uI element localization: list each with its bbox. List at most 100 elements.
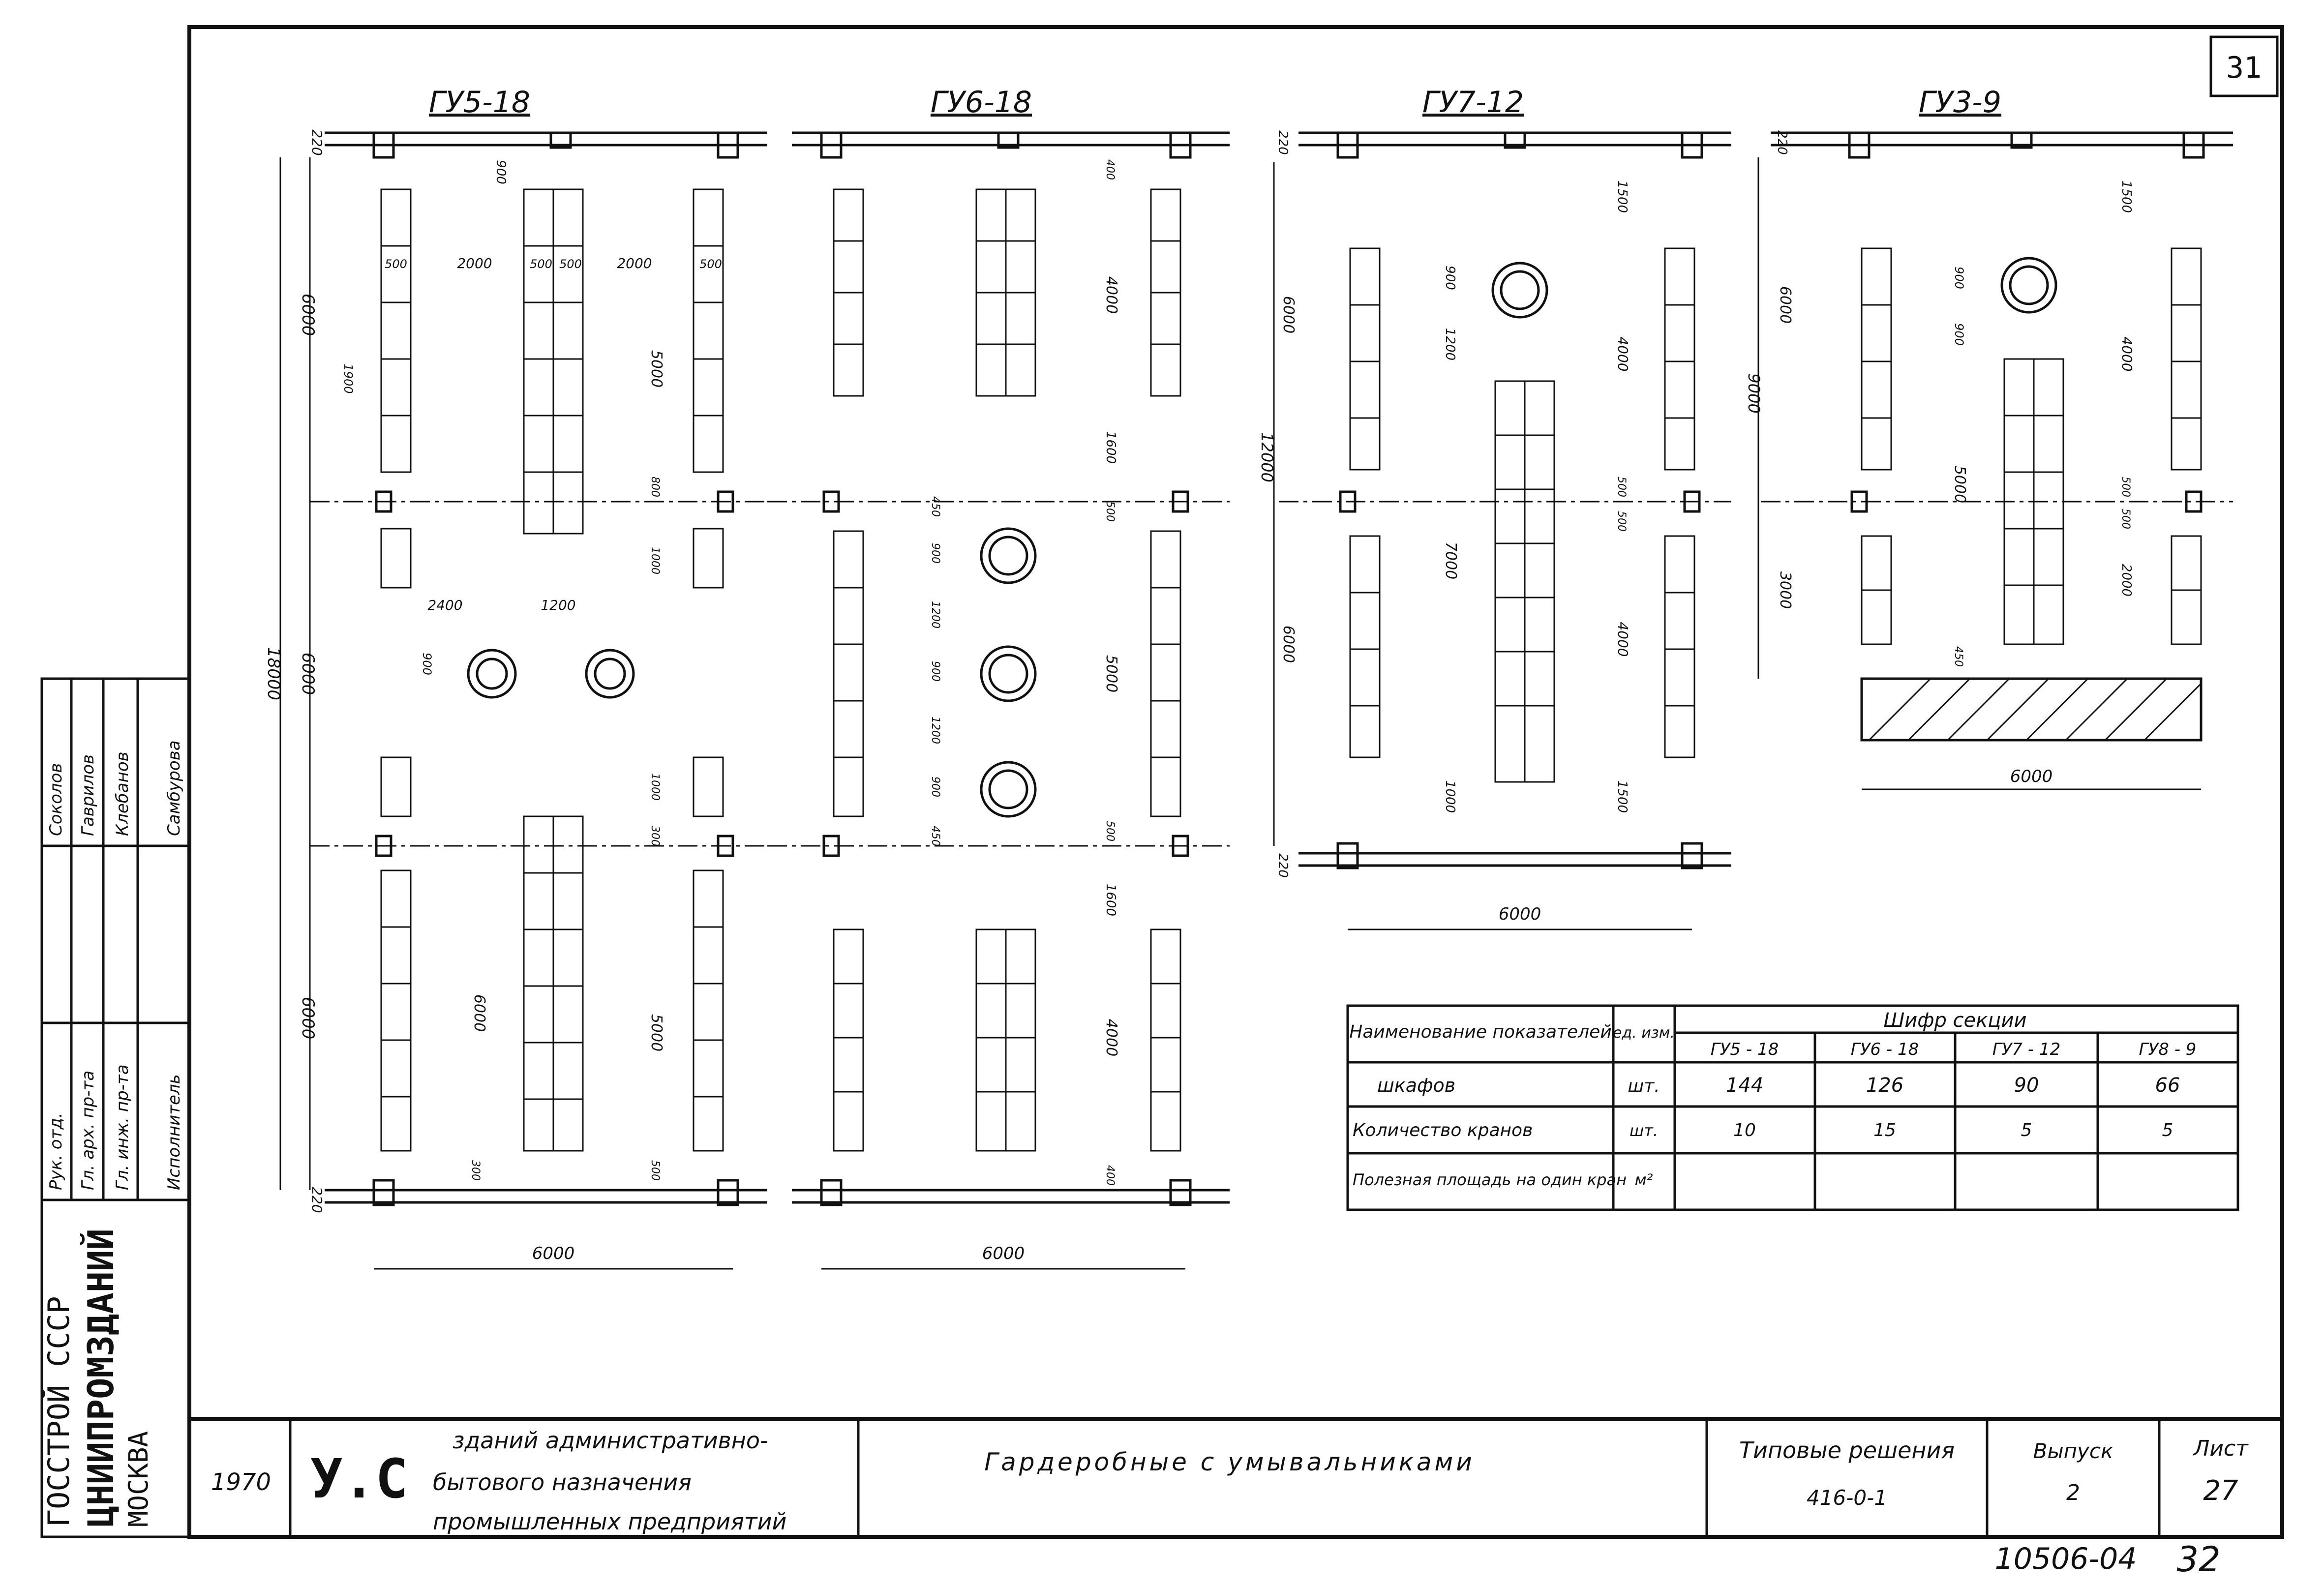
svg-text:90: 90 (2014, 1074, 2039, 1097)
svg-text:220: 220 (309, 1187, 325, 1213)
svg-text:900: 900 (493, 160, 508, 184)
svg-text:220: 220 (309, 129, 325, 155)
svg-text:Гл. инж. пр-та: Гл. инж. пр-та (113, 1064, 132, 1190)
svg-text:Типовые решения: Типовые решения (1739, 1437, 1955, 1464)
svg-text:2000: 2000 (457, 255, 492, 271)
svg-text:1500: 1500 (1615, 180, 1630, 213)
svg-text:400: 400 (1104, 159, 1116, 180)
svg-text:6000: 6000 (1777, 286, 1794, 324)
svg-text:бытового назначения: бытового назначения (433, 1469, 692, 1496)
svg-text:ЦНИИПРОМЗДАНИЙ: ЦНИИПРОМЗДАНИЙ (80, 1228, 121, 1527)
svg-text:5000: 5000 (1103, 655, 1120, 692)
svg-text:4000: 4000 (1103, 1019, 1120, 1056)
svg-text:1200: 1200 (541, 597, 575, 613)
svg-text:220: 220 (1275, 130, 1290, 155)
svg-text:400: 400 (1104, 1165, 1116, 1186)
svg-text:9000: 9000 (1745, 373, 1763, 413)
svg-text:500: 500 (1615, 511, 1628, 532)
svg-text:6000: 6000 (1280, 626, 1297, 663)
svg-text:2400: 2400 (427, 597, 462, 613)
svg-text:1200: 1200 (929, 601, 941, 628)
svg-text:ГУ8 - 9: ГУ8 - 9 (2139, 1040, 2197, 1059)
svg-text:500: 500 (2119, 509, 2132, 529)
svg-text:ГОССТРОЙ СССР: ГОССТРОЙ СССР (41, 1296, 76, 1527)
svg-text:300: 300 (649, 826, 661, 846)
svg-text:500: 500 (385, 257, 407, 271)
svg-text:Гл. арх. пр-та: Гл. арх. пр-та (78, 1071, 98, 1190)
svg-text:4000: 4000 (1103, 276, 1120, 314)
svg-text:Лист: Лист (2192, 1436, 2249, 1461)
series-mark: У.С (310, 1447, 408, 1510)
svg-text:ГУ7 - 12: ГУ7 - 12 (1992, 1040, 2060, 1059)
svg-text:6000: 6000 (471, 994, 488, 1032)
section-gu3-9: ГУ3-9 9000 6 (1745, 85, 2233, 790)
svg-text:2000: 2000 (2119, 564, 2134, 597)
svg-text:Клебанов: Клебанов (113, 751, 132, 836)
svg-text:Количество кранов: Количество кранов (1353, 1120, 1533, 1140)
svg-text:12000: 12000 (1258, 432, 1276, 482)
svg-text:1000: 1000 (649, 773, 661, 801)
svg-text:15: 15 (1873, 1120, 1896, 1140)
svg-text:900: 900 (1952, 323, 1966, 346)
svg-text:6000: 6000 (2010, 767, 2053, 786)
svg-text:1500: 1500 (2119, 180, 2134, 213)
svg-text:126: 126 (1866, 1074, 1903, 1097)
svg-text:7000: 7000 (1442, 542, 1459, 579)
svg-text:5: 5 (2021, 1120, 2032, 1140)
svg-text:Выпуск: Выпуск (2033, 1439, 2113, 1463)
svg-text:1200: 1200 (929, 717, 941, 744)
table-header-unit: ед. изм. (1613, 1024, 1675, 1042)
svg-text:220: 220 (1775, 130, 1789, 155)
table-header-code: Шифр секции (1883, 1009, 2026, 1032)
svg-text:416-0-1: 416-0-1 (1807, 1486, 1887, 1510)
year: 1970 (211, 1468, 271, 1496)
svg-text:1500: 1500 (1615, 780, 1630, 813)
svg-text:м²: м² (1635, 1170, 1653, 1189)
svg-text:2000: 2000 (617, 255, 652, 271)
svg-text:450: 450 (1952, 646, 1964, 667)
corner-number: 31 (2226, 51, 2262, 85)
svg-text:6000: 6000 (298, 294, 318, 336)
svg-text:500: 500 (530, 257, 552, 271)
table-header-name: Наименование показателей (1349, 1022, 1611, 1042)
svg-text:шт.: шт. (1630, 1121, 1658, 1140)
section-gu7-12: ГУ7-12 12000 6000 6000 (1258, 85, 1731, 930)
svg-text:4000: 4000 (1615, 336, 1631, 371)
svg-text:300: 300 (469, 1160, 482, 1181)
corner-number-box (2209, 35, 2279, 97)
svg-text:5: 5 (2162, 1120, 2173, 1140)
svg-text:Самбурова: Самбурова (164, 740, 184, 836)
svg-text:10: 10 (1733, 1120, 1756, 1140)
svg-text:900: 900 (1952, 267, 1966, 289)
svg-text:1000: 1000 (1443, 780, 1457, 813)
svg-text:промышленных предприятий: промышленных предприятий (433, 1508, 786, 1535)
svg-text:6000: 6000 (532, 1244, 575, 1263)
summary-table: Наименование показателей ед. изм. Шифр с… (1346, 1004, 2239, 1211)
sheet-frame (187, 25, 2284, 1539)
svg-text:5000: 5000 (1951, 466, 1968, 503)
svg-text:27: 27 (2203, 1475, 2238, 1507)
archive-code: 10506-04 (1995, 1542, 2137, 1576)
svg-text:1900: 1900 (341, 363, 355, 393)
svg-text:450: 450 (929, 496, 941, 517)
section-title-gu3: ГУ3-9 (1919, 85, 2001, 120)
section-title-gu7: ГУ7-12 (1422, 85, 1524, 120)
svg-text:1200: 1200 (1443, 328, 1457, 360)
svg-text:500: 500 (649, 1160, 661, 1181)
svg-text:500: 500 (699, 257, 722, 271)
svg-text:2: 2 (2066, 1480, 2080, 1505)
section-gu6-18: ГУ6-18 (767, 85, 1230, 1270)
svg-text:500: 500 (1615, 477, 1628, 497)
svg-text:3000: 3000 (1777, 571, 1794, 609)
svg-text:500: 500 (1104, 501, 1116, 522)
drawing-title: Гардеробные с умывальниками (984, 1448, 1475, 1476)
svg-text:1600: 1600 (1103, 884, 1118, 916)
svg-text:500: 500 (1104, 821, 1116, 841)
svg-text:ГУ6 - 18: ГУ6 - 18 (1851, 1040, 1919, 1059)
svg-text:шт.: шт. (1628, 1076, 1660, 1096)
svg-text:Рук. отд.: Рук. отд. (46, 1112, 66, 1190)
svg-text:6000: 6000 (298, 997, 318, 1040)
svg-text:5000: 5000 (648, 350, 665, 388)
svg-text:500: 500 (2119, 477, 2132, 497)
svg-text:450: 450 (929, 826, 941, 846)
